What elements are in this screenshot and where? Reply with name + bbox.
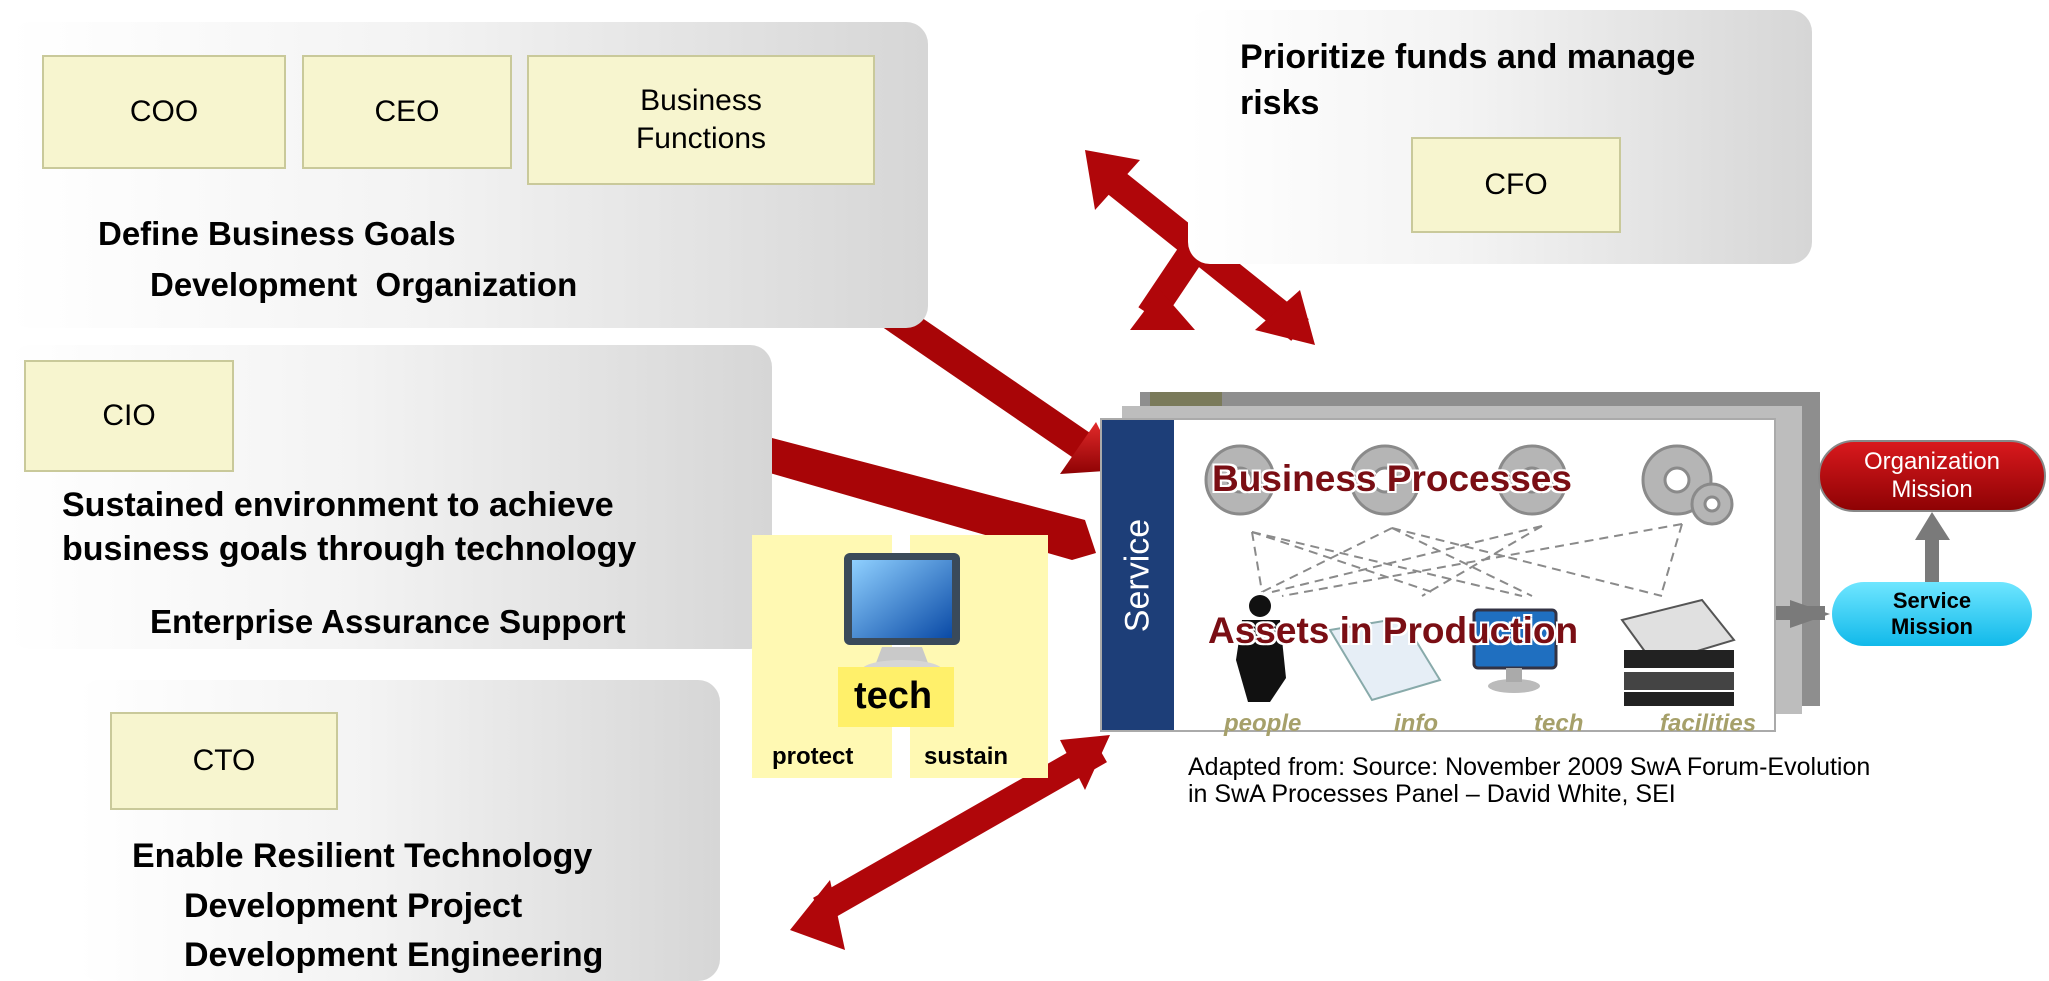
service-mission: Service Mission: [1832, 582, 2032, 646]
development-organization: Development Organization: [150, 266, 578, 303]
service-diagram: Service: [1100, 418, 1776, 737]
coo-box: COO: [42, 55, 286, 169]
asset-people: people: [1224, 710, 1302, 737]
tech-card-protect: protect: [772, 743, 854, 770]
cto-label: CTO: [192, 744, 256, 777]
citation-line1: Adapted from: Source: November 2009 SwA …: [1188, 753, 1871, 781]
business-functions-label: Business Functions: [635, 84, 767, 155]
service-bar: Service: [1102, 420, 1174, 730]
assets-in-production-label: Assets in Production: [1208, 610, 1579, 651]
prioritize-funds-line2: risks: [1240, 84, 1320, 122]
asset-info: info: [1394, 710, 1438, 737]
mission-connectors: [1775, 512, 1950, 628]
coo-label: COO: [129, 95, 199, 128]
cto-line3: Development Engineering: [184, 936, 604, 974]
cio-line1: Sustained environment to achieve: [62, 486, 614, 524]
tech-card-sustain: sustain: [924, 743, 1009, 770]
enterprise-assurance-support: Enterprise Assurance Support: [150, 603, 626, 640]
business-processes-label: Business Processes: [1212, 458, 1572, 499]
asset-tech: tech: [1534, 710, 1584, 737]
define-business-goals: Define Business Goals: [98, 215, 456, 252]
document-icon: [1328, 616, 1442, 702]
building-icon: [1620, 598, 1736, 706]
cfo-label: CFO: [1484, 168, 1548, 201]
asset-facilities: facilities: [1660, 710, 1757, 737]
cio-box: CIO: [24, 360, 234, 472]
computer-icon: [1472, 608, 1558, 693]
ceo-label: CEO: [374, 95, 440, 128]
arrow-cio: [665, 410, 1096, 560]
ceo-box: CEO: [302, 55, 512, 169]
person-icon: [1236, 595, 1286, 702]
cio-line2: business goals through technology: [62, 530, 637, 568]
citation-line2: in SwA Processes Panel – David White, SE…: [1188, 780, 1676, 808]
cto-line1: Enable Resilient Technology: [132, 837, 593, 875]
cfo-box: CFO: [1411, 137, 1621, 233]
gear-icons: [1204, 444, 1734, 526]
business-functions-box: Business Functions: [527, 55, 875, 185]
organization-mission-label: Organization Mission: [1863, 448, 2001, 503]
process-links: [1204, 444, 1736, 706]
prioritize-funds-line1: Prioritize funds and manage: [1240, 38, 1696, 76]
cto-line2: Development Project: [184, 887, 523, 925]
service-mission-label: Service Mission: [1891, 588, 1973, 639]
arrow-bottom: [790, 735, 1110, 950]
cto-box: CTO: [110, 712, 338, 810]
tech-card-title: tech: [854, 675, 933, 717]
tech-card: tech protect sustain: [752, 535, 1048, 778]
organization-mission: Organization Mission: [1818, 440, 2046, 512]
cio-label: CIO: [102, 399, 156, 432]
